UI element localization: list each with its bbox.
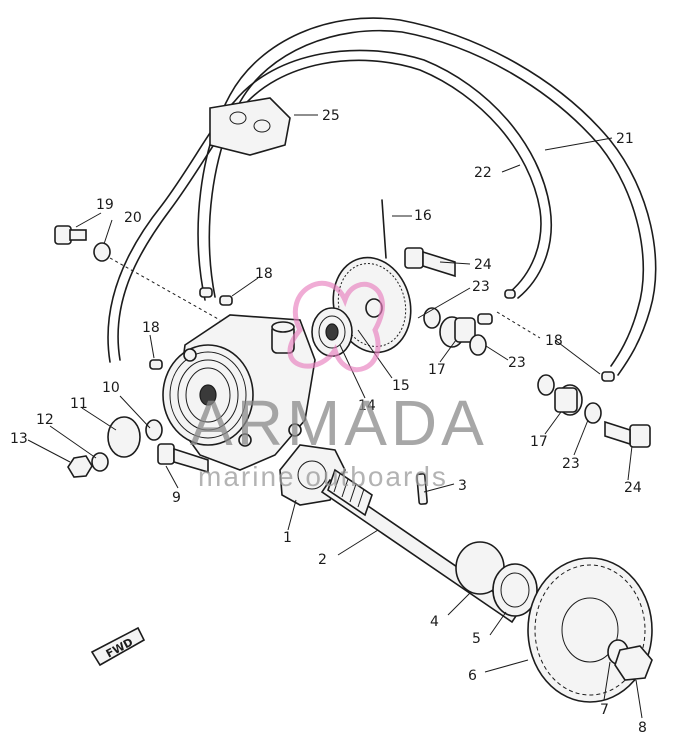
armada-logo-icon [287, 280, 385, 373]
callout-16: 16 [414, 208, 432, 224]
oil-pump-body [162, 314, 316, 471]
callout-24b: 24 [624, 480, 642, 496]
washer-20 [93, 242, 111, 262]
callout-labels: 25 16 24 23 21 22 18 23 17 17 23 24 14 1… [10, 108, 647, 736]
bolt-24b [604, 420, 651, 448]
callout-11: 11 [70, 396, 88, 412]
armada-watermark: ARMADA marine outboards [190, 280, 488, 492]
washer-12 [91, 452, 109, 472]
callout-9: 9 [172, 490, 181, 506]
callout-14: 14 [358, 398, 376, 414]
callout-22: 22 [474, 165, 492, 181]
nut-13 [67, 455, 93, 478]
callout-23c: 23 [562, 456, 580, 472]
joint-18e [504, 289, 516, 299]
plate-11 [107, 416, 141, 458]
watermark-brand: ARMADA [190, 387, 488, 459]
oil-hose-22 [107, 49, 552, 363]
callout-19: 19 [96, 197, 114, 213]
washer-23c [537, 374, 555, 396]
callout-1: 1 [283, 530, 292, 546]
union-17a [439, 313, 493, 348]
watermark-tagline: marine outboards [198, 461, 448, 492]
washer-23a [423, 307, 441, 329]
bearing-14 [311, 307, 353, 357]
callout-7: 7 [600, 702, 609, 718]
leader-lines [27, 114, 643, 719]
callout-3: 3 [458, 478, 467, 494]
callout-15: 15 [392, 378, 410, 394]
callout-20: 20 [124, 210, 142, 226]
callout-13: 13 [10, 431, 28, 447]
washer-23d [584, 402, 602, 424]
callout-5: 5 [472, 631, 481, 647]
joint-18b [219, 295, 233, 306]
washer-23b [469, 334, 487, 356]
joint-18c [149, 359, 163, 370]
callout-2: 2 [318, 552, 327, 568]
callout-10: 10 [102, 380, 120, 396]
callout-17b: 17 [530, 434, 548, 450]
pin-3 [416, 473, 428, 505]
bolt-24a [404, 247, 456, 278]
gasket-hole [297, 460, 327, 490]
bearing-5 [492, 563, 538, 617]
bolt-9 [157, 443, 209, 474]
bolt-19 [54, 225, 87, 245]
callout-23a: 23 [472, 279, 490, 295]
pin-16 [381, 199, 387, 259]
callout-17a: 17 [428, 362, 446, 378]
callout-21: 21 [616, 131, 634, 147]
callout-23b: 23 [508, 355, 526, 371]
driven-gear-6 [527, 557, 653, 703]
callout-18a: 18 [255, 266, 273, 282]
fwd-arrow-icon: FWD [90, 626, 146, 667]
callout-25: 25 [322, 108, 340, 124]
callout-4: 4 [430, 614, 439, 630]
union-17b [554, 384, 583, 416]
nut-8 [614, 645, 653, 681]
callout-8: 8 [638, 720, 647, 736]
callout-18b: 18 [545, 333, 563, 349]
washer-10 [145, 419, 163, 441]
hose-clamp-25 [209, 97, 291, 156]
joint-18a [199, 287, 213, 298]
joint-18d [601, 371, 615, 382]
callout-24a: 24 [474, 257, 492, 273]
callout-6: 6 [468, 668, 477, 684]
callout-12: 12 [36, 412, 54, 428]
callout-18c: 18 [142, 320, 160, 336]
